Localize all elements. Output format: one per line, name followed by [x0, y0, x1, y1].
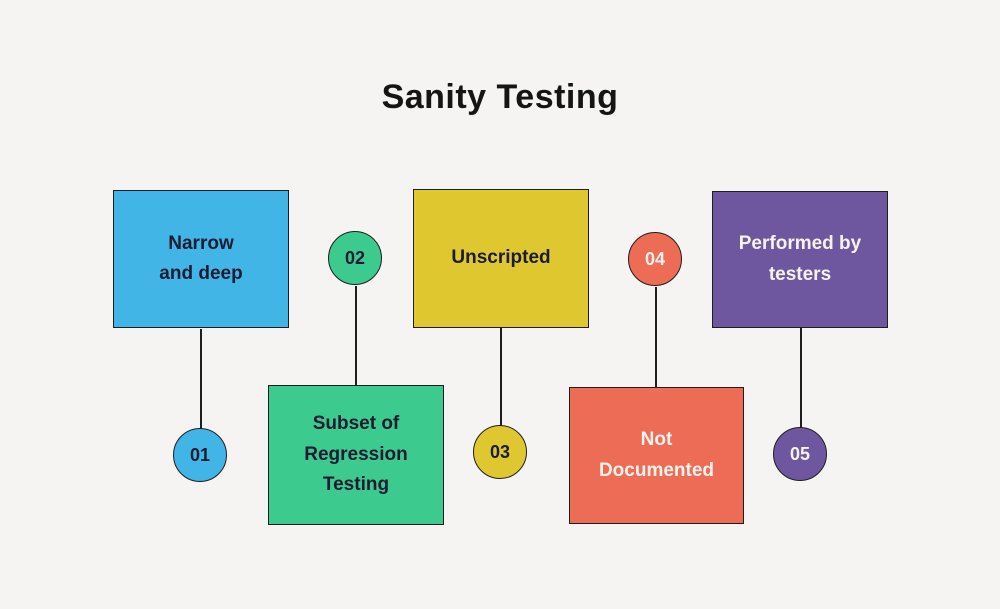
number-badge-label: 05	[789, 443, 811, 464]
topic-box-performed-by-testers: Performed by testers	[712, 191, 888, 328]
number-badge-label: 01	[189, 444, 211, 465]
topic-box-unscripted: Unscripted	[413, 189, 589, 328]
connector-line-03	[500, 328, 502, 426]
connector-line-05	[800, 328, 802, 428]
number-badge-label: 03	[489, 441, 511, 462]
connector-line-01	[200, 329, 202, 429]
number-badge-label: 04	[644, 248, 666, 269]
topic-box-subset-of-regression-testing: Subset of Regression Testing	[268, 385, 444, 525]
number-badge-label: 02	[344, 247, 366, 268]
topic-box-label: Performed by testers	[738, 233, 862, 285]
topic-box-label: Unscripted	[451, 247, 551, 269]
number-badge-02: 02	[328, 231, 382, 285]
number-badge-01: 01	[173, 428, 227, 482]
number-badge-05: 05	[773, 427, 827, 481]
connector-line-04	[655, 287, 657, 387]
topic-box-not-documented: Not Documented	[569, 387, 744, 524]
topic-box-narrow-and-deep: Narrow and deep	[113, 190, 289, 328]
topic-box-label: Subset of Regression Testing	[304, 413, 408, 496]
page-title: Sanity Testing	[381, 78, 619, 116]
number-badge-03: 03	[473, 425, 527, 479]
connector-line-02	[355, 286, 357, 385]
number-badge-04: 04	[628, 232, 682, 286]
topic-box-label: Not Documented	[598, 429, 715, 481]
topic-box-label: Narrow and deep	[159, 232, 243, 284]
